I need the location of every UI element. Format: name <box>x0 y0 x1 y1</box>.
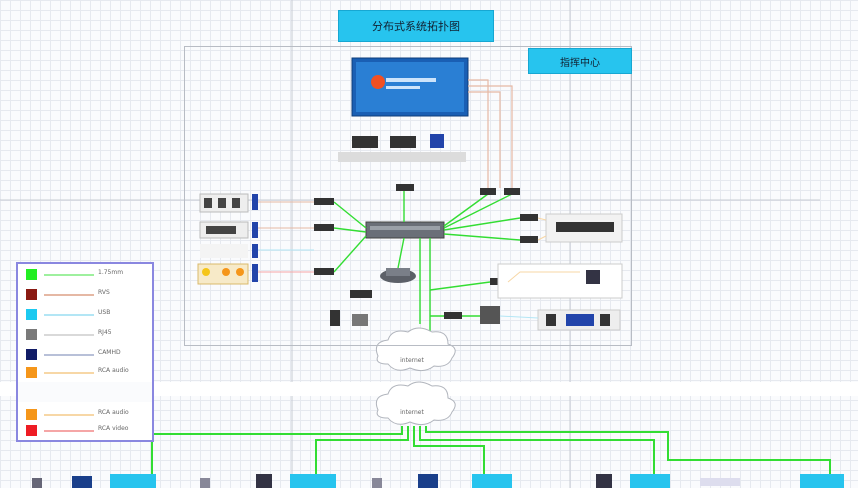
legend-label: RCA video <box>98 425 129 432</box>
cloud-label-bottom: internet <box>400 409 424 416</box>
internet-cloud-top <box>375 327 456 372</box>
diagram-title: 分布式系统拓扑图 <box>338 10 494 42</box>
legend-swatch <box>26 309 37 320</box>
video-wall <box>351 57 469 117</box>
branch-links <box>151 426 831 476</box>
right-usb-links <box>499 315 539 319</box>
legend-label: RJ45 <box>98 329 112 336</box>
legend-line-sample <box>44 372 94 374</box>
legend-label: USB <box>98 309 111 316</box>
legend-swatch <box>26 349 37 360</box>
legend-item: RCA video <box>24 424 148 438</box>
legend-item: RCA audio <box>24 366 148 380</box>
right-audio-links <box>507 217 580 283</box>
legend-label: RCA audio <box>98 409 129 416</box>
command-center-frame <box>184 46 632 346</box>
legend-line-sample <box>44 294 94 296</box>
network-links <box>333 190 521 340</box>
router <box>380 268 416 283</box>
legend-item: USB <box>24 308 148 322</box>
legend-label: RCA audio <box>98 367 129 374</box>
legend-swatch <box>26 269 37 280</box>
legend-swatch <box>26 329 37 340</box>
legend-item: CAMHD <box>24 348 148 362</box>
operator-desk <box>338 134 466 162</box>
legend-panel: 1.75mm RVS USB RJ45 CAMHD RCA audio <box>16 262 154 442</box>
command-center-label: 指挥中心 <box>528 48 632 74</box>
cloud-label-top: internet <box>400 357 424 364</box>
branch-sites <box>32 474 844 488</box>
legend-gap <box>18 382 152 402</box>
legend-item: RVS <box>24 288 148 302</box>
rvs-links <box>468 79 513 188</box>
legend-line-sample <box>44 314 94 316</box>
legend-line-sample <box>44 430 94 432</box>
legend-item: 1.75mm <box>24 268 148 282</box>
legend-swatch <box>26 367 37 378</box>
legend-swatch <box>26 289 37 300</box>
right-devices <box>330 213 623 331</box>
legend-swatch <box>26 409 37 420</box>
legend-swatch <box>26 425 37 436</box>
legend-label: RVS <box>98 289 110 296</box>
left-devices <box>197 193 258 285</box>
legend-line-sample <box>44 354 94 356</box>
legend-line-sample <box>44 334 94 336</box>
legend-item: RJ45 <box>24 328 148 342</box>
left-copper-links <box>258 201 314 229</box>
legend-label: 1.75mm <box>98 269 124 276</box>
legend-line-sample <box>44 414 94 416</box>
legend-label: CAMHD <box>98 349 121 356</box>
legend-line-sample <box>44 274 94 276</box>
legend-item: RCA audio <box>24 408 148 422</box>
internet-cloud-bottom <box>375 381 456 426</box>
